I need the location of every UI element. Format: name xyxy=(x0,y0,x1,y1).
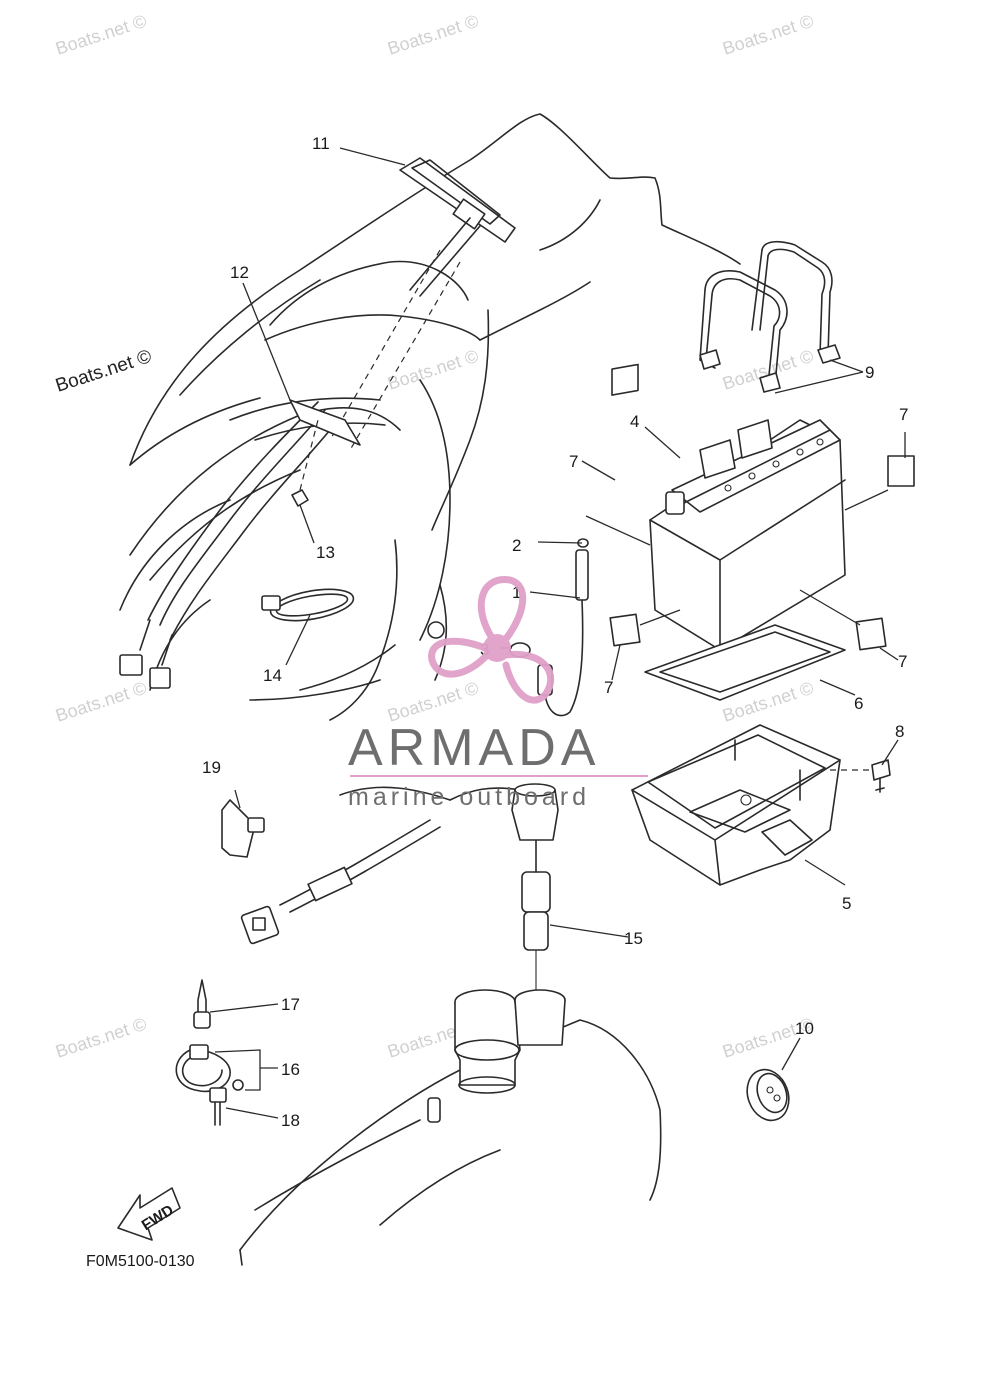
callout-17: 17 xyxy=(281,995,300,1014)
callout-18: 18 xyxy=(281,1111,300,1130)
part-16-17-18-clamp xyxy=(175,979,244,1126)
part-19-clip xyxy=(221,799,265,858)
callout-11: 11 xyxy=(312,134,330,153)
fuel-tank xyxy=(239,989,662,1266)
callout-10: 10 xyxy=(795,1019,814,1038)
watermark: Boats.net © xyxy=(53,11,149,59)
callout-1: 1 xyxy=(512,583,521,602)
watermark: Boats.net © xyxy=(53,1014,149,1062)
leader-lines xyxy=(209,147,906,1119)
part-8-bolt xyxy=(830,759,891,793)
callout-12: 12 xyxy=(230,263,249,282)
part-9-battery-band xyxy=(699,240,841,393)
callout-13: 13 xyxy=(316,543,335,562)
part-15-sender xyxy=(240,783,559,990)
part-6-mat xyxy=(644,624,846,701)
callout-19: 19 xyxy=(202,758,221,777)
callout-15: 15 xyxy=(624,929,643,948)
callout-2: 2 xyxy=(512,536,521,555)
part-5-battery-box xyxy=(631,724,841,886)
watermark: Boats.net © xyxy=(385,346,481,394)
brand-tagline: marine outboard xyxy=(348,783,590,811)
callout-16: 16 xyxy=(281,1060,300,1079)
part-14-cable-tie xyxy=(261,588,355,622)
part-7-pads xyxy=(585,363,915,651)
brand-logo: ARMADA marine outboard xyxy=(348,576,648,811)
callout-7: 7 xyxy=(898,652,907,671)
part-4-battery xyxy=(649,419,846,651)
callout-7: 7 xyxy=(604,678,613,697)
part-10-grommet xyxy=(746,1068,790,1122)
callout-numbers: 1 2 3 4 5 6 7 7 7 7 8 9 10 11 12 13 14 1… xyxy=(202,134,908,1130)
watermark-prominent: Boats.net © xyxy=(53,346,154,397)
callout-8: 8 xyxy=(895,722,904,741)
brand-name: ARMADA xyxy=(348,719,600,777)
callout-5: 5 xyxy=(842,894,851,913)
callout-9: 9 xyxy=(865,363,874,382)
part-11-vent-cap xyxy=(329,157,516,451)
propeller-icon xyxy=(428,576,555,704)
watermark: Boats.net © xyxy=(720,11,816,59)
callout-4: 4 xyxy=(630,412,639,431)
watermark: Boats.net © xyxy=(53,678,149,726)
drawing-code: F0M5100-0130 xyxy=(86,1253,195,1270)
part-12-hose xyxy=(119,399,361,689)
watermark: Boats.net © xyxy=(385,11,481,59)
part-13-clip xyxy=(291,419,319,507)
callout-7: 7 xyxy=(899,405,908,424)
callout-7: 7 xyxy=(569,452,578,471)
fwd-arrow: FWD xyxy=(117,1187,181,1241)
callout-14: 14 xyxy=(263,666,282,685)
callout-6: 6 xyxy=(854,694,863,713)
hull-outline xyxy=(119,113,741,721)
